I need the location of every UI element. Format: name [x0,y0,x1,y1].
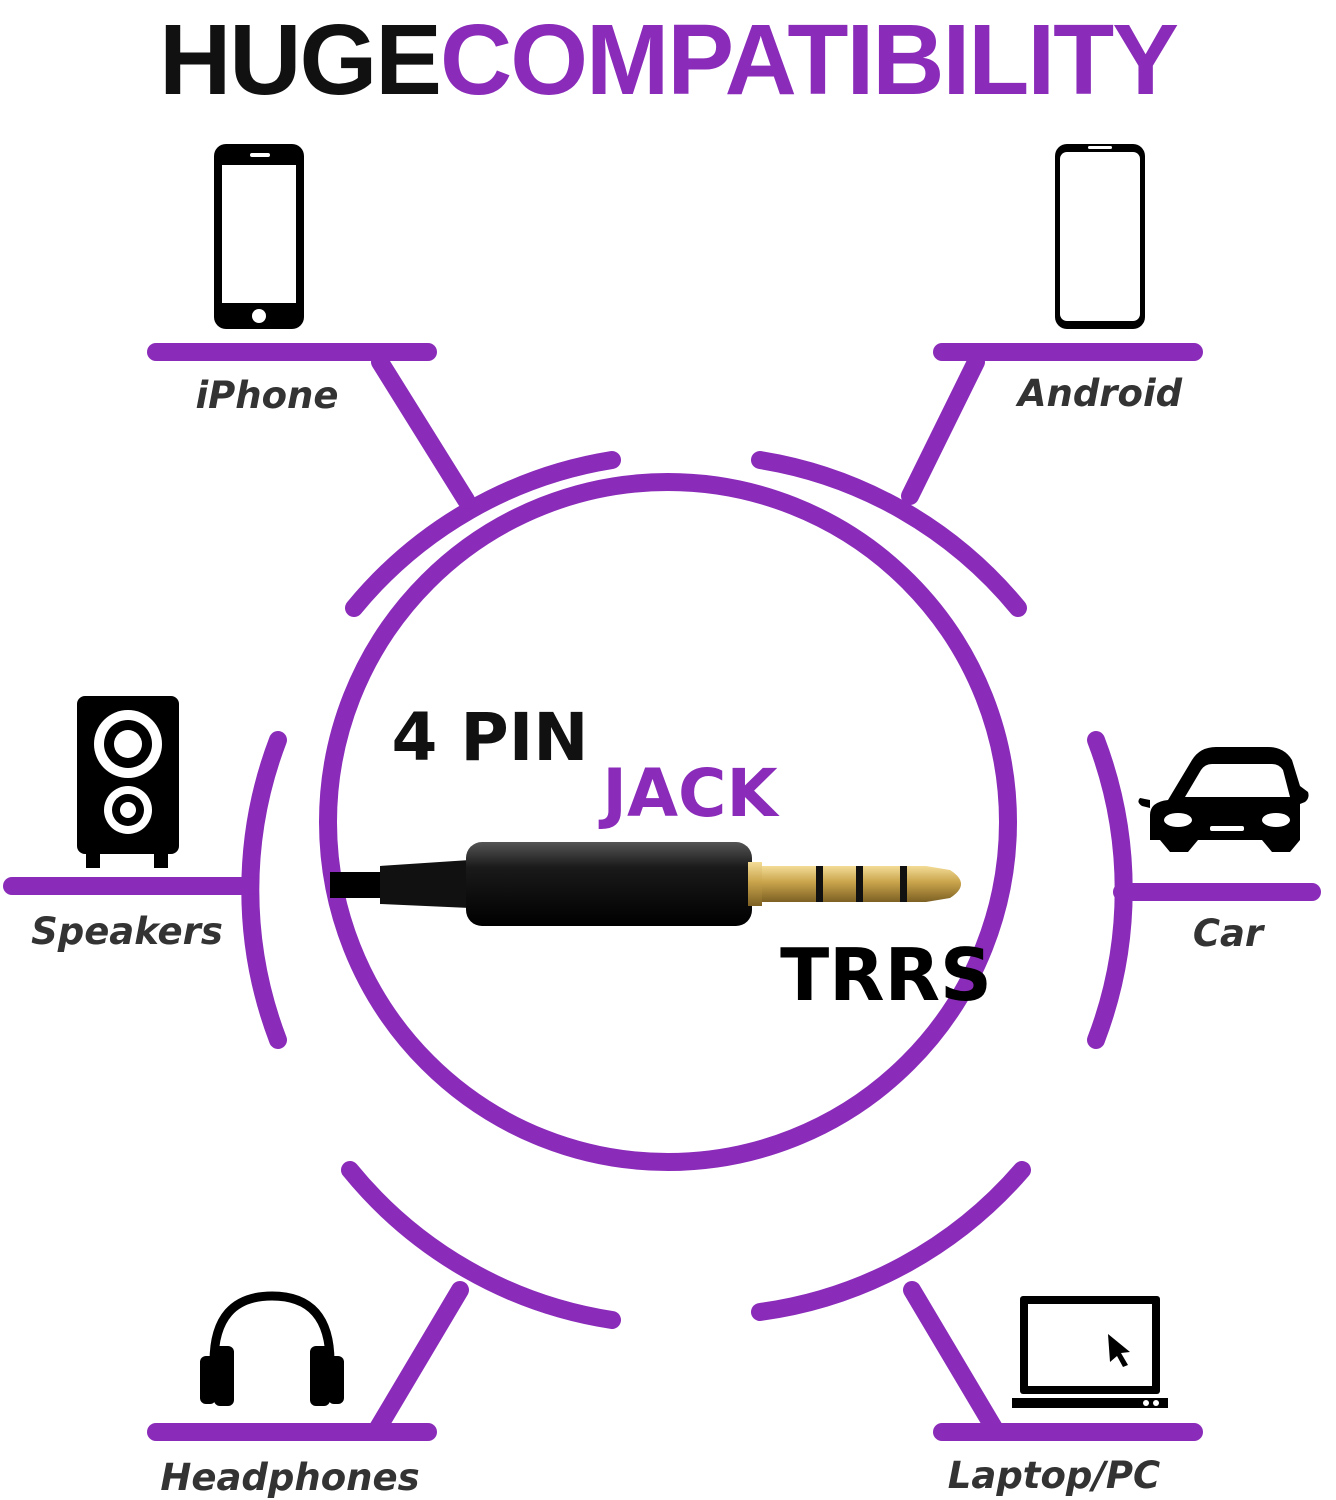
connector-headphones [369,1281,469,1437]
car-icon [1138,747,1309,852]
headphones-icon [200,1291,344,1406]
speaker-icon [77,696,179,868]
label-android: Android [1015,372,1183,415]
connector-android [901,353,985,505]
connector-laptop [903,1281,1003,1437]
label-iphone: iPhone [196,374,339,417]
title-compatibility: COMPATIBILITY [440,3,1179,116]
laptop-icon [1012,1296,1168,1408]
center-jack: JACK [598,755,780,832]
title-huge: HUGE [159,3,442,116]
center-4pin: 4 PIN [391,699,588,776]
connector-iphone [371,353,475,509]
label-speakers: Speakers [31,910,223,953]
center-trrs: TRRS [780,933,992,1017]
arc-android [751,451,1027,617]
trrs-jack-icon [330,842,961,926]
center-ring [319,473,1017,1171]
iphone-icon [214,144,304,329]
arc-laptop [751,1161,1031,1321]
label-headphones: Headphones [160,1456,419,1499]
arc-iphone [345,451,621,617]
android-phone-icon [1055,144,1145,329]
arc-headphones [341,1161,621,1329]
label-car: Car [1193,912,1266,955]
label-laptop: Laptop/PC [948,1454,1160,1497]
